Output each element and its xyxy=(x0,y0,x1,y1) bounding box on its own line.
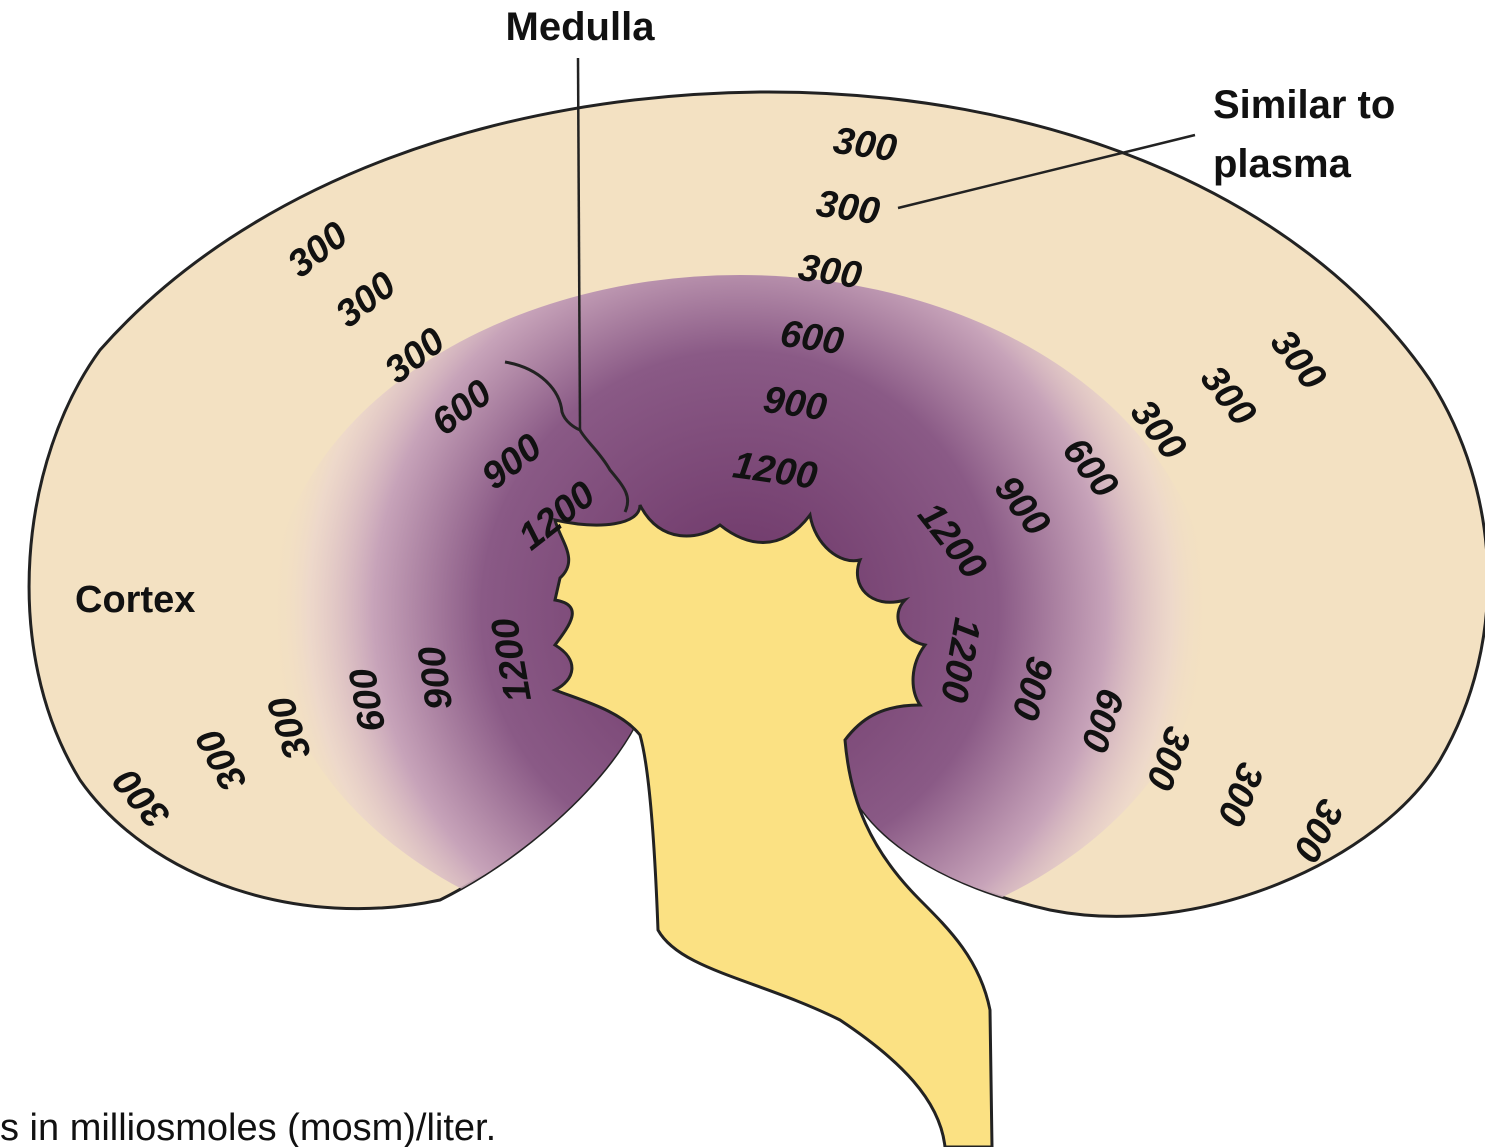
osm-value: 300 xyxy=(831,120,900,170)
osm-value: 300 xyxy=(814,183,883,233)
osm-value: 600 xyxy=(778,313,847,363)
osm-value: 900 xyxy=(761,379,830,429)
plasma-label: plasma xyxy=(1213,142,1352,186)
similar-to-label: Similar to xyxy=(1213,83,1395,127)
osm-value: 900 xyxy=(411,644,461,713)
units-caption: s in milliosmoles (mosm)/liter. xyxy=(0,1107,496,1147)
cortex-label: Cortex xyxy=(75,579,195,621)
medulla-label: Medulla xyxy=(506,5,656,49)
osm-value: 300 xyxy=(796,247,865,297)
